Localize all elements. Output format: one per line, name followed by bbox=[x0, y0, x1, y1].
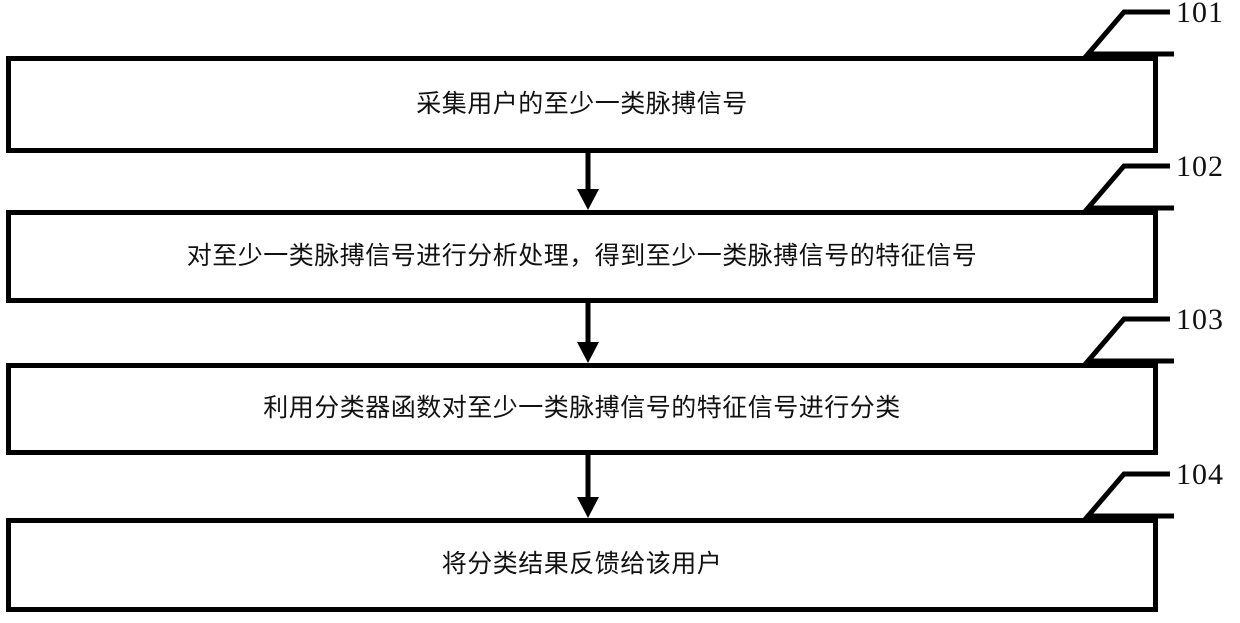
ref-number-102: 102 bbox=[1176, 150, 1224, 183]
connector-102-to-103 bbox=[576, 303, 600, 364]
ref-number-101: 101 bbox=[1176, 0, 1224, 29]
connector-103-to-104 bbox=[576, 455, 600, 519]
process-box-102: 对至少一类脉搏信号进行分析处理，得到至少一类脉搏信号的特征信号 bbox=[6, 210, 1158, 303]
process-box-103: 利用分类器函数对至少一类脉搏信号的特征信号进行分类 bbox=[6, 363, 1158, 455]
process-box-101-label: 采集用户的至少一类脉搏信号 bbox=[416, 90, 748, 118]
leader-line-104 bbox=[1082, 466, 1174, 522]
process-box-104: 将分类结果反馈给该用户 bbox=[6, 518, 1158, 612]
leader-line-103 bbox=[1082, 311, 1174, 367]
leader-line-102 bbox=[1082, 158, 1174, 214]
ref-number-104: 104 bbox=[1176, 458, 1224, 491]
leader-line-101 bbox=[1082, 4, 1174, 60]
connector-101-to-102 bbox=[576, 153, 600, 211]
process-box-104-label: 将分类结果反馈给该用户 bbox=[441, 551, 723, 578]
process-box-103-label: 利用分类器函数对至少一类脉搏信号的特征信号进行分类 bbox=[263, 395, 901, 422]
process-box-101: 采集用户的至少一类脉搏信号 bbox=[6, 56, 1158, 153]
process-box-102-label: 对至少一类脉搏信号进行分析处理，得到至少一类脉搏信号的特征信号 bbox=[186, 242, 978, 270]
ref-number-103: 103 bbox=[1176, 303, 1224, 336]
